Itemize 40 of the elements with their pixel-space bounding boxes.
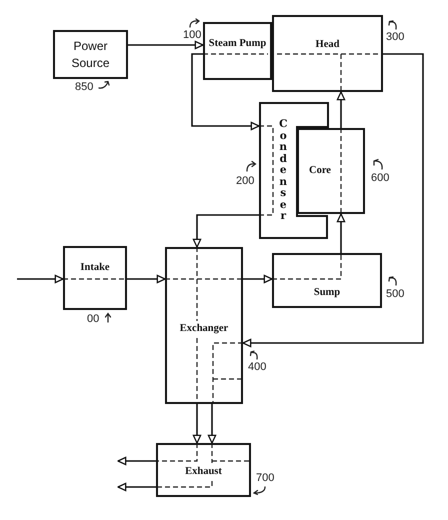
flow-arrow (117, 456, 156, 466)
box-label: Core (309, 164, 331, 178)
box-label: Power Source (70, 38, 111, 72)
process-box (272, 15, 383, 92)
flow-arrow (208, 404, 216, 444)
flow-arrow (127, 274, 166, 284)
flow-arrow (192, 404, 202, 444)
reference-numeral: 400 (248, 361, 266, 374)
box-label: Intake (80, 262, 110, 274)
flow-arrow (17, 274, 64, 284)
reference-numeral: 700 (256, 472, 274, 485)
flow-arrow (117, 482, 156, 492)
reference-numeral: 600 (371, 172, 390, 185)
reference-numeral: 850 (75, 81, 94, 94)
vertical-label: Condenser (278, 119, 288, 223)
reference-numeral: 200 (236, 175, 254, 188)
box-label: Steam Pump (208, 38, 266, 50)
flow-arrow (336, 213, 346, 253)
process-box (165, 247, 243, 404)
process-box (53, 30, 128, 79)
box-label: Exhaust (185, 466, 222, 478)
process-box (203, 22, 272, 80)
flow-arrow (243, 274, 273, 284)
box-label: Exchanger (180, 323, 228, 336)
process-box (259, 102, 329, 239)
flow-arrow (191, 53, 260, 130)
box-label: Head (316, 39, 340, 52)
reference-numeral: 300 (386, 31, 404, 44)
flow-arrow (128, 40, 204, 50)
process-box (297, 128, 365, 214)
process-box (63, 246, 127, 310)
process-box (272, 253, 382, 308)
box-label: Sump (314, 287, 340, 300)
reference-numeral: 00 (87, 313, 100, 326)
reference-numeral: 500 (386, 288, 404, 301)
reference-numeral: 100 (183, 29, 202, 42)
flow-arrow (192, 214, 259, 248)
process-box (156, 443, 251, 497)
flow-arrow (336, 91, 346, 128)
flow-arrow (242, 53, 424, 348)
